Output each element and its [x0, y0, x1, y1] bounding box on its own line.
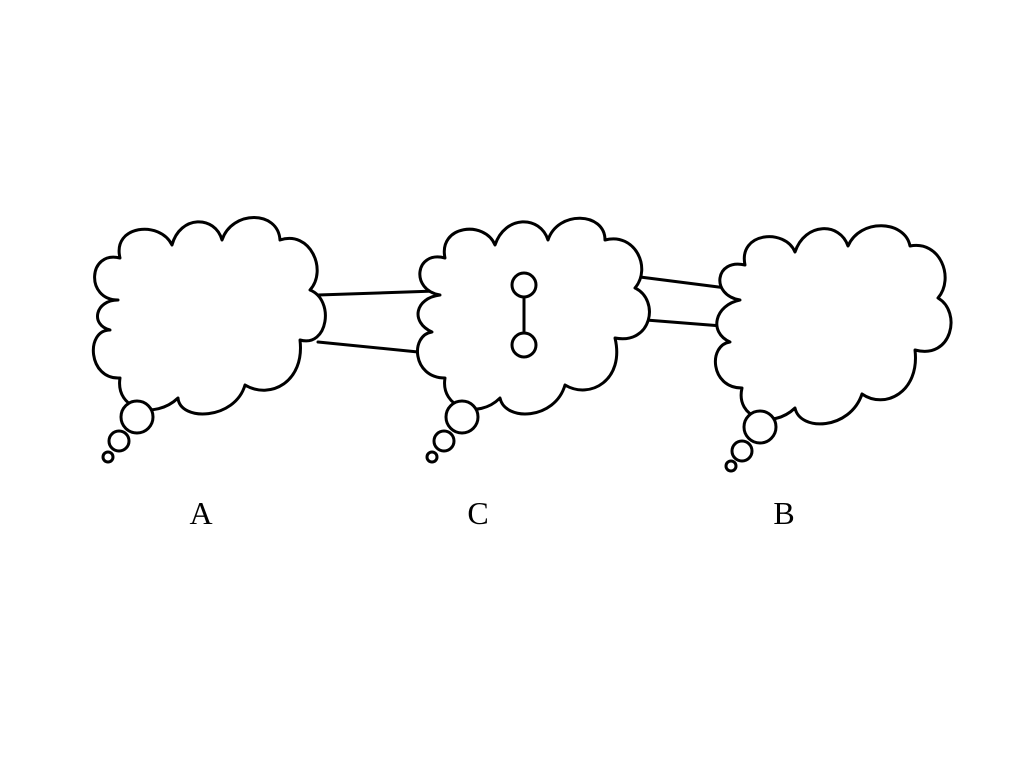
- thought-bubble-large: [444, 399, 480, 435]
- thought-bubble-medium: [432, 429, 456, 453]
- link-c-b-lower: [644, 318, 724, 328]
- node-label-c: C: [467, 495, 488, 531]
- thought-bubble-medium: [107, 429, 131, 453]
- thought-bubble-medium: [730, 439, 754, 463]
- cloud-c-outline: [416, 216, 651, 416]
- cloud-a-outline: [91, 216, 327, 416]
- top-circle: [510, 271, 538, 299]
- link-a-c-lower: [316, 340, 430, 355]
- thought-cloud-a: [91, 216, 327, 464]
- thought-cloud-b: [714, 224, 953, 473]
- node-label-a: A: [189, 495, 212, 531]
- thought-bubble-large: [119, 399, 155, 435]
- cloud-b-outline: [714, 224, 953, 426]
- thought-bubble-small: [101, 450, 115, 464]
- thought-bubble-small: [425, 450, 439, 464]
- thought-bubble-small: [724, 459, 738, 473]
- node-label-b: B: [773, 495, 794, 531]
- thought-bubble-large: [742, 409, 778, 445]
- linked-circles-icon: [510, 271, 538, 359]
- link-a-c-upper: [316, 289, 438, 297]
- bottom-circle: [510, 331, 538, 359]
- thought-cloud-c: [416, 216, 651, 464]
- link-a-c: [316, 289, 438, 355]
